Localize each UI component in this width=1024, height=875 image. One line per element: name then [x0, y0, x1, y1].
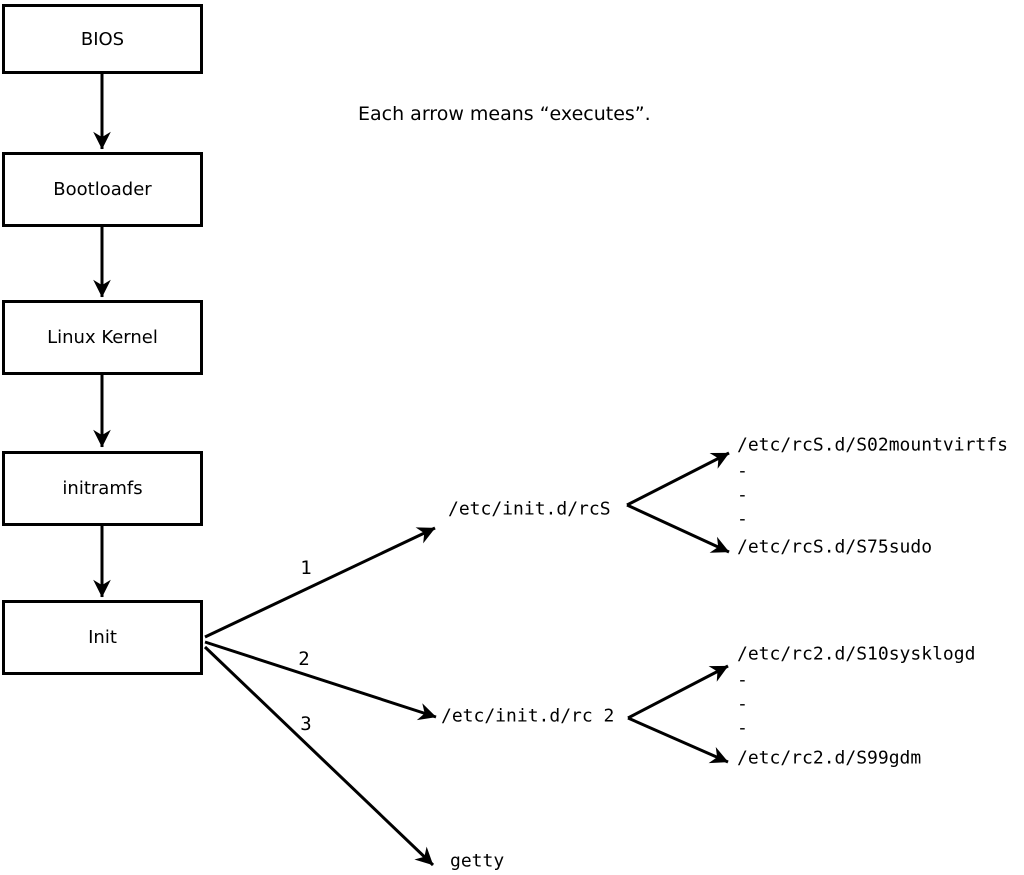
target-etc-init-d-rcs: /etc/init.d/rcS: [448, 498, 611, 520]
branch-1-number: 1: [300, 557, 312, 579]
arrow-init-to-getty: [203, 645, 435, 867]
target-etc-init-d-rc2: /etc/init.d/rc 2: [441, 705, 615, 727]
rc2-script-s10sysklogd: /etc/rc2.d/S10sysklogd: [737, 643, 976, 665]
arrow-rc2-to-s99gdm: [627, 716, 729, 764]
rc2-script-ellipsis-1: -: [737, 669, 748, 691]
arrow-init-to-rcs: [204, 526, 436, 639]
rc2-script-ellipsis-2: -: [737, 693, 748, 715]
box-bootloader: Bootloader: [2, 152, 203, 227]
box-linux-kernel: Linux Kernel: [2, 300, 203, 375]
rcs-script-ellipsis-3: -: [737, 508, 748, 530]
box-linux-kernel-label: Linux Kernel: [47, 327, 158, 348]
box-init: Init: [2, 600, 203, 675]
box-initramfs: initramfs: [2, 451, 203, 526]
rc2-script-ellipsis-3: -: [737, 717, 748, 739]
box-bios: BIOS: [2, 4, 203, 74]
rcs-script-s02mountvirtfs: /etc/rcS.d/S02mountvirtfs: [737, 434, 1008, 456]
rcs-script-ellipsis-2: -: [737, 484, 748, 506]
box-bootloader-label: Bootloader: [53, 179, 152, 200]
arrow-rcs-to-s02mountvirtfs: [626, 451, 730, 507]
target-getty: getty: [450, 850, 505, 872]
legend-note: Each arrow means “executes”.: [358, 103, 651, 125]
arrow-init-to-rc2: [204, 640, 437, 721]
arrow-rc2-to-s10sysklogd: [627, 664, 729, 720]
arrow-rcs-to-s75sudo: [626, 503, 730, 554]
rcs-script-s75sudo: /etc/rcS.d/S75sudo: [737, 536, 933, 558]
branch-2-number: 2: [298, 648, 310, 670]
box-initramfs-label: initramfs: [62, 478, 143, 499]
box-bios-label: BIOS: [80, 28, 125, 50]
branch-3-number: 3: [300, 713, 312, 735]
rc2-script-s99gdm: /etc/rc2.d/S99gdm: [737, 747, 922, 769]
rcs-script-ellipsis-1: -: [737, 460, 748, 482]
box-init-label: Init: [88, 627, 117, 648]
